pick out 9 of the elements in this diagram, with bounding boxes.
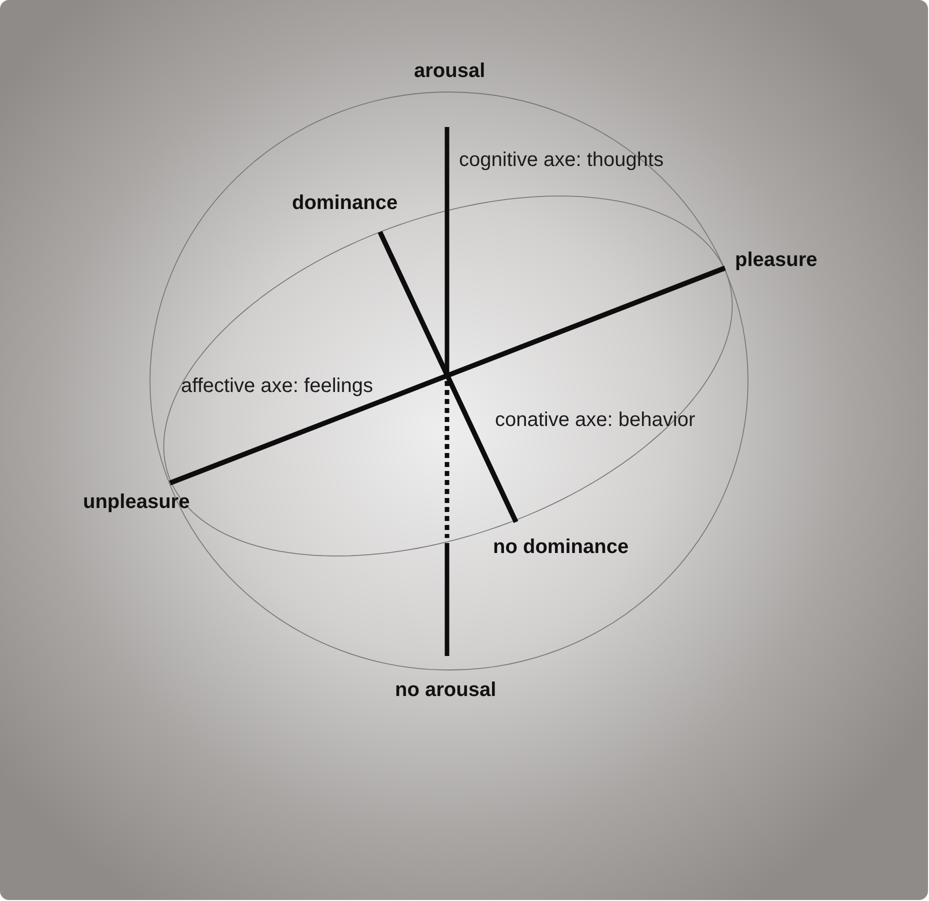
pole-label: dominance	[292, 193, 398, 213]
pole-label: no dominance	[493, 537, 629, 557]
pole-label: no arousal	[395, 680, 496, 700]
pole-label: arousal	[414, 61, 486, 81]
axis-label: affective axe: feelings	[181, 376, 373, 396]
pole-label: pleasure	[735, 250, 818, 270]
pole-label: unpleasure	[83, 492, 190, 512]
axis-label: cognitive axe: thoughts	[459, 150, 664, 170]
axis-label: conative axe: behavior	[495, 410, 696, 430]
